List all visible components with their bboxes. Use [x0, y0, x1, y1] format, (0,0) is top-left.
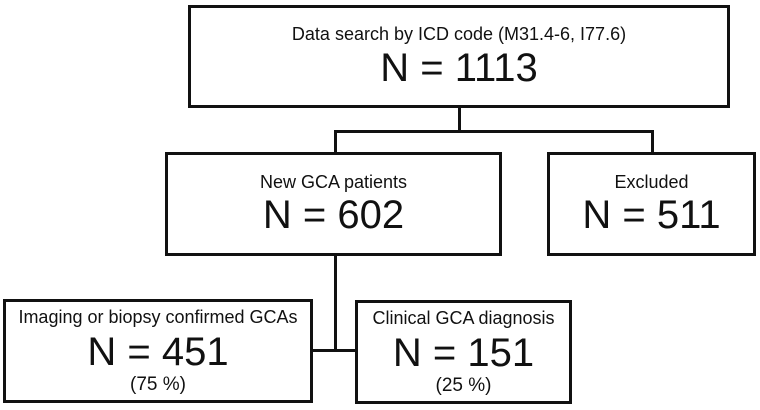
node-imaging-count: N = 451: [87, 329, 229, 374]
connector-excluded-inlet: [651, 130, 654, 154]
node-data-search-label: Data search by ICD code (M31.4-6, I77.6): [291, 24, 627, 45]
node-clinical-count: N = 151: [392, 330, 535, 375]
node-imaging-biopsy-confirmed: Imaging or biopsy confirmed GCAs N = 451…: [3, 299, 313, 403]
connector-newgca-drop: [334, 253, 337, 352]
node-clinical-diagnosis: Clinical GCA diagnosis N = 151 (25 %): [355, 300, 572, 404]
node-imaging-percent: (75 %): [130, 373, 186, 395]
node-data-search: Data search by ICD code (M31.4-6, I77.6)…: [188, 5, 730, 108]
node-new-gca-label: New GCA patients: [259, 171, 408, 192]
node-excluded-label: Excluded: [614, 171, 689, 192]
node-excluded: Excluded N = 511: [547, 152, 756, 256]
node-data-search-count: N = 1113: [380, 45, 538, 90]
connector-bottom-bridge: [310, 349, 358, 352]
node-clinical-label: Clinical GCA diagnosis: [372, 308, 555, 329]
connector-newgca-inlet: [334, 130, 337, 154]
node-new-gca-patients: New GCA patients N = 602: [165, 152, 502, 256]
node-imaging-label: Imaging or biopsy confirmed GCAs: [18, 307, 298, 328]
node-new-gca-count: N = 602: [262, 193, 405, 238]
connector-split-rail: [334, 130, 654, 133]
node-excluded-count: N = 511: [582, 193, 721, 238]
connector-total-drop: [458, 106, 461, 133]
node-clinical-percent: (25 %): [435, 374, 492, 396]
